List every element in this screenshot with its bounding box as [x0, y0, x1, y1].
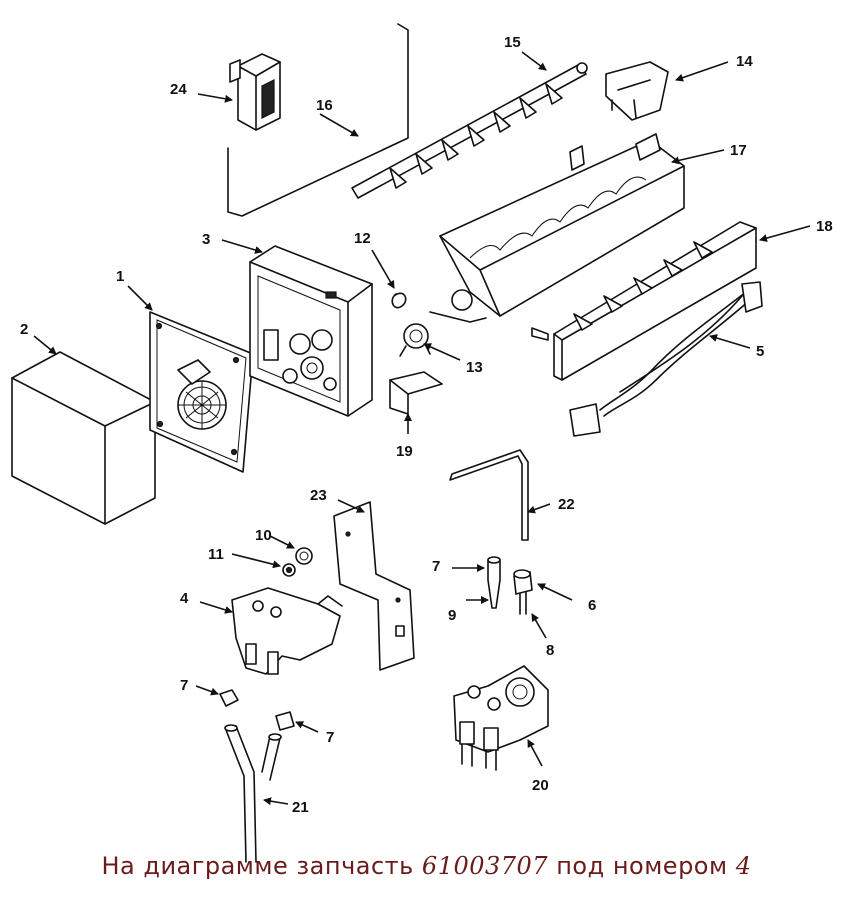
part-1-mounting-plate [149, 311, 254, 473]
callout-1: 1 [116, 268, 124, 285]
callout-5: 5 [756, 343, 764, 360]
callout-9: 9 [448, 607, 456, 624]
caption-part-number: 61003707 [421, 852, 549, 880]
callout-23: 23 [310, 487, 327, 504]
callout-12: 12 [354, 230, 371, 247]
callout-7-top: 7 [432, 558, 440, 575]
callout-20: 20 [532, 777, 549, 794]
part-15-ejector [351, 62, 588, 199]
part-4-valve [231, 587, 343, 675]
callout-15: 15 [504, 34, 521, 51]
part-17-mold [439, 133, 685, 317]
callout-22: 22 [558, 496, 575, 513]
part-23-bracket [333, 501, 415, 671]
leader-lines [33, 51, 811, 806]
caption-prefix: На диаграмме запчасть [101, 852, 414, 880]
callout-21: 21 [292, 799, 309, 816]
part-7-nut-left [219, 689, 239, 707]
part-2-cover [11, 351, 156, 525]
callout-7-left: 7 [180, 677, 188, 694]
callout-2: 2 [20, 321, 28, 338]
callout-labels: 1 2 3 4 5 6 7 7 7 8 9 10 11 12 13 14 15 … [20, 34, 833, 816]
caption-item-number: 4 [735, 852, 752, 880]
callout-14: 14 [736, 53, 753, 70]
callout-6: 6 [588, 597, 596, 614]
part-21-y-tube [224, 724, 282, 863]
part-24-clip [229, 53, 281, 131]
callout-8: 8 [546, 642, 554, 659]
part-19-clip [389, 371, 443, 415]
callout-10: 10 [255, 527, 272, 544]
diagram-caption: На диаграмме запчасть 61003707 под номер… [0, 852, 853, 892]
caption-middle: под номером [556, 852, 728, 880]
callout-19: 19 [396, 443, 413, 460]
callout-18: 18 [816, 218, 833, 235]
callout-16: 16 [316, 97, 333, 114]
part-20-dual-valve [453, 665, 549, 771]
part-9-fitting [487, 556, 501, 609]
callout-3: 3 [202, 231, 210, 248]
part-5-wire-harness [569, 281, 763, 437]
callout-13: 13 [466, 359, 483, 376]
part-14-bracket [605, 61, 669, 121]
callout-17: 17 [730, 142, 747, 159]
part-11-washer [282, 563, 296, 577]
part-10-nut [295, 547, 313, 565]
callout-7-right: 7 [326, 729, 334, 746]
callout-24: 24 [170, 81, 187, 98]
part-18-stripper [531, 221, 757, 381]
part-6-fitting [513, 569, 533, 615]
part-22-fill-tube [449, 449, 529, 541]
callout-11: 11 [208, 546, 224, 563]
part-16-shutoff-arm [227, 23, 409, 217]
part-12-spring [391, 292, 407, 309]
part-13-thermostat [399, 311, 487, 357]
part-7-nut-right [275, 711, 295, 731]
callout-4: 4 [180, 590, 189, 607]
part-3-control-housing [249, 245, 373, 417]
